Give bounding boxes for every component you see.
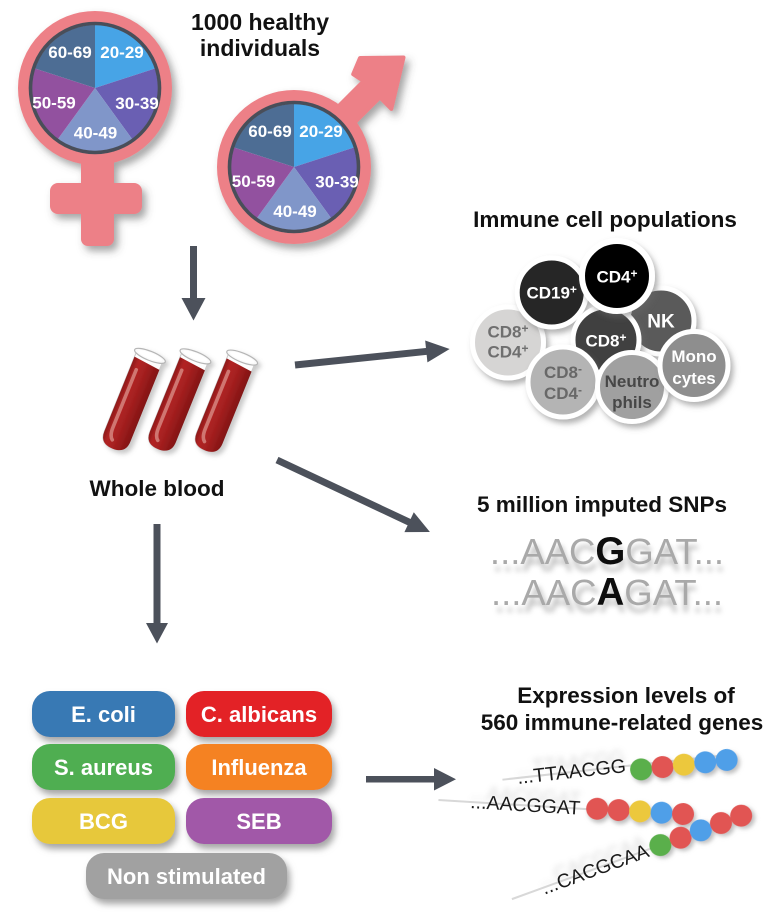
svg-text:CD19+: CD19+ [526, 283, 576, 303]
svg-text:Neutro: Neutro [605, 372, 660, 391]
svg-text:SEB: SEB [236, 809, 281, 834]
svg-text:50-59: 50-59 [32, 94, 75, 113]
svg-text:...AACGGAT...: ...AACGGAT... [493, 538, 726, 579]
svg-text:Expression levels of: Expression levels of [517, 683, 735, 708]
svg-text:40-49: 40-49 [74, 124, 117, 143]
svg-text:Mono: Mono [671, 347, 716, 366]
svg-text:1000 healthy: 1000 healthy [191, 9, 329, 35]
svg-text:individuals: individuals [200, 35, 320, 61]
svg-text:Immune cell populations: Immune cell populations [473, 207, 737, 232]
svg-text:CD4+: CD4+ [487, 342, 528, 362]
svg-text:560 immune-related genes: 560 immune-related genes [481, 710, 764, 735]
svg-text:60-69: 60-69 [48, 43, 91, 62]
svg-text:20-29: 20-29 [299, 122, 342, 141]
svg-text:CD4-: CD4- [544, 383, 582, 403]
svg-text:phils: phils [612, 393, 652, 412]
svg-text:...AACAGAT...: ...AACAGAT... [495, 579, 724, 620]
svg-text:E. coli: E. coli [71, 702, 136, 727]
svg-text:20-29: 20-29 [100, 43, 143, 62]
svg-text:BCG: BCG [79, 809, 128, 834]
svg-text:60-69: 60-69 [248, 122, 291, 141]
svg-text:Influenza: Influenza [211, 755, 307, 780]
svg-text:CD8+: CD8+ [585, 331, 626, 351]
svg-text:50-59: 50-59 [232, 172, 275, 191]
svg-text:CD8+: CD8+ [487, 322, 528, 342]
svg-text:...AACGGAT...: ...AACGGAT... [490, 530, 724, 573]
svg-text:40-49: 40-49 [273, 202, 316, 221]
svg-text:CD8-: CD8- [544, 362, 582, 382]
svg-text:Non stimulated: Non stimulated [107, 864, 266, 889]
svg-text:5 million imputed SNPs: 5 million imputed SNPs [477, 492, 727, 517]
svg-text:30-39: 30-39 [315, 173, 358, 192]
svg-text:30-39: 30-39 [115, 94, 158, 113]
svg-text:Whole blood: Whole blood [90, 476, 225, 501]
svg-text:S. aureus: S. aureus [54, 755, 153, 780]
svg-text:C. albicans: C. albicans [201, 702, 317, 727]
svg-text:...AACAGAT...: ...AACAGAT... [491, 571, 723, 614]
svg-text:cytes: cytes [672, 369, 715, 388]
svg-text:NK: NK [647, 312, 675, 333]
svg-text:CD4+: CD4+ [596, 267, 637, 287]
